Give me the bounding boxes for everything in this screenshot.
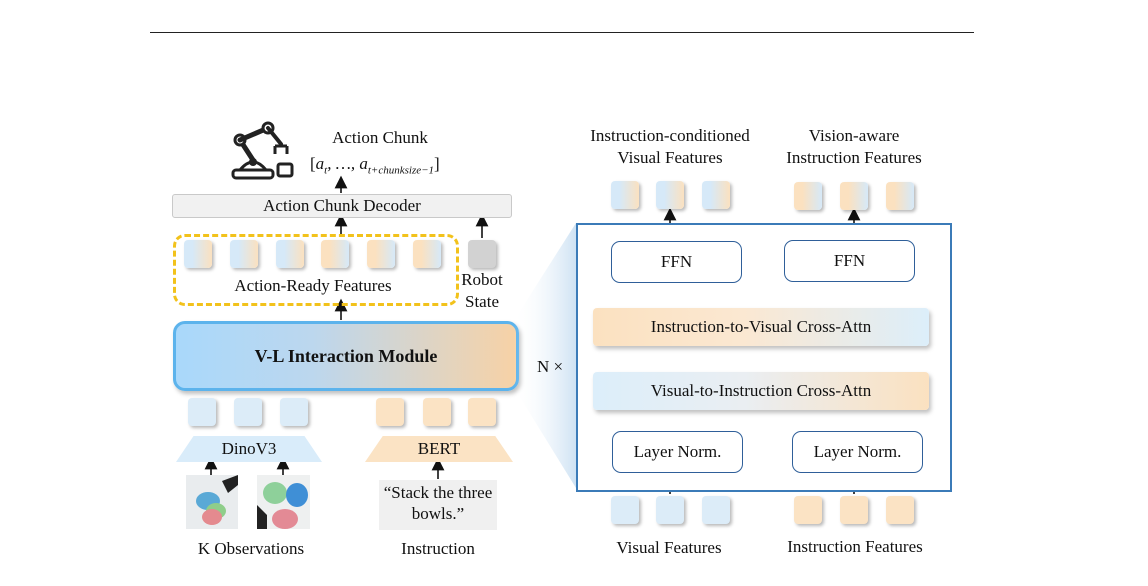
instruction-token xyxy=(376,398,404,426)
instruction-features-label: Instruction Features xyxy=(787,537,923,556)
instruction-to-visual-cross-attn: Instruction-to-Visual Cross-Attn xyxy=(593,308,929,346)
icv-token xyxy=(702,181,730,209)
action-ready-token xyxy=(276,240,304,268)
bert-label: BERT xyxy=(417,439,461,458)
visual-token xyxy=(280,398,308,426)
icv-token xyxy=(656,181,684,209)
icv-token xyxy=(611,181,639,209)
action-ready-token xyxy=(230,240,258,268)
ffn-right: FFN xyxy=(784,240,915,282)
action-ready-token xyxy=(184,240,212,268)
visual-token xyxy=(234,398,262,426)
observation-image xyxy=(257,475,310,529)
vai-token xyxy=(794,182,822,210)
robot-arm-icon xyxy=(231,121,294,180)
vl-interaction-module: V-L Interaction Module xyxy=(173,321,519,391)
action-ready-token xyxy=(367,240,395,268)
vai-token xyxy=(886,182,914,210)
action-ready-features-box xyxy=(173,234,459,306)
dinov3-encoder xyxy=(176,436,322,462)
top-rule xyxy=(150,32,974,33)
instruction-input-token xyxy=(886,496,914,524)
instruction-text: “Stack the three bowls.” xyxy=(379,480,497,530)
ffn-left: FFN xyxy=(611,241,742,283)
action-chunk-formula: [at, …, at+chunksize−1] xyxy=(310,154,440,177)
instruction-input-token xyxy=(794,496,822,524)
layer-norm-right: Layer Norm. xyxy=(792,431,923,473)
action-ready-token xyxy=(413,240,441,268)
action-ready-features-label: Action-Ready Features xyxy=(234,276,392,295)
vai-features-title: Vision-aware Instruction Features xyxy=(786,126,922,167)
visual-input-token xyxy=(656,496,684,524)
layer-norm-left: Layer Norm. xyxy=(612,431,743,473)
robot-state-token xyxy=(468,240,496,268)
instruction-token xyxy=(468,398,496,426)
visual-features-label: Visual Features xyxy=(616,538,722,557)
icv-features-title: Instruction-conditioned Visual Features xyxy=(590,126,750,167)
instruction-label: Instruction xyxy=(401,539,475,558)
action-ready-token xyxy=(321,240,349,268)
instruction-input-token xyxy=(840,496,868,524)
visual-input-token xyxy=(611,496,639,524)
expansion-shade xyxy=(513,223,576,488)
robot-state-label: Robot State xyxy=(461,270,503,311)
visual-input-token xyxy=(702,496,730,524)
observation-image xyxy=(186,475,238,529)
visual-token xyxy=(188,398,216,426)
visual-to-instruction-cross-attn: Visual-to-Instruction Cross-Attn xyxy=(593,372,929,410)
instruction-token xyxy=(423,398,451,426)
dinov3-label: DinoV3 xyxy=(221,439,277,458)
n-times-label: N × xyxy=(537,357,564,376)
action-chunk-decoder: Action Chunk Decoder xyxy=(172,194,512,218)
bert-encoder xyxy=(365,436,513,462)
vai-token xyxy=(840,182,868,210)
action-chunk-title: Action Chunk xyxy=(332,128,428,147)
k-observations-label: K Observations xyxy=(197,539,305,558)
